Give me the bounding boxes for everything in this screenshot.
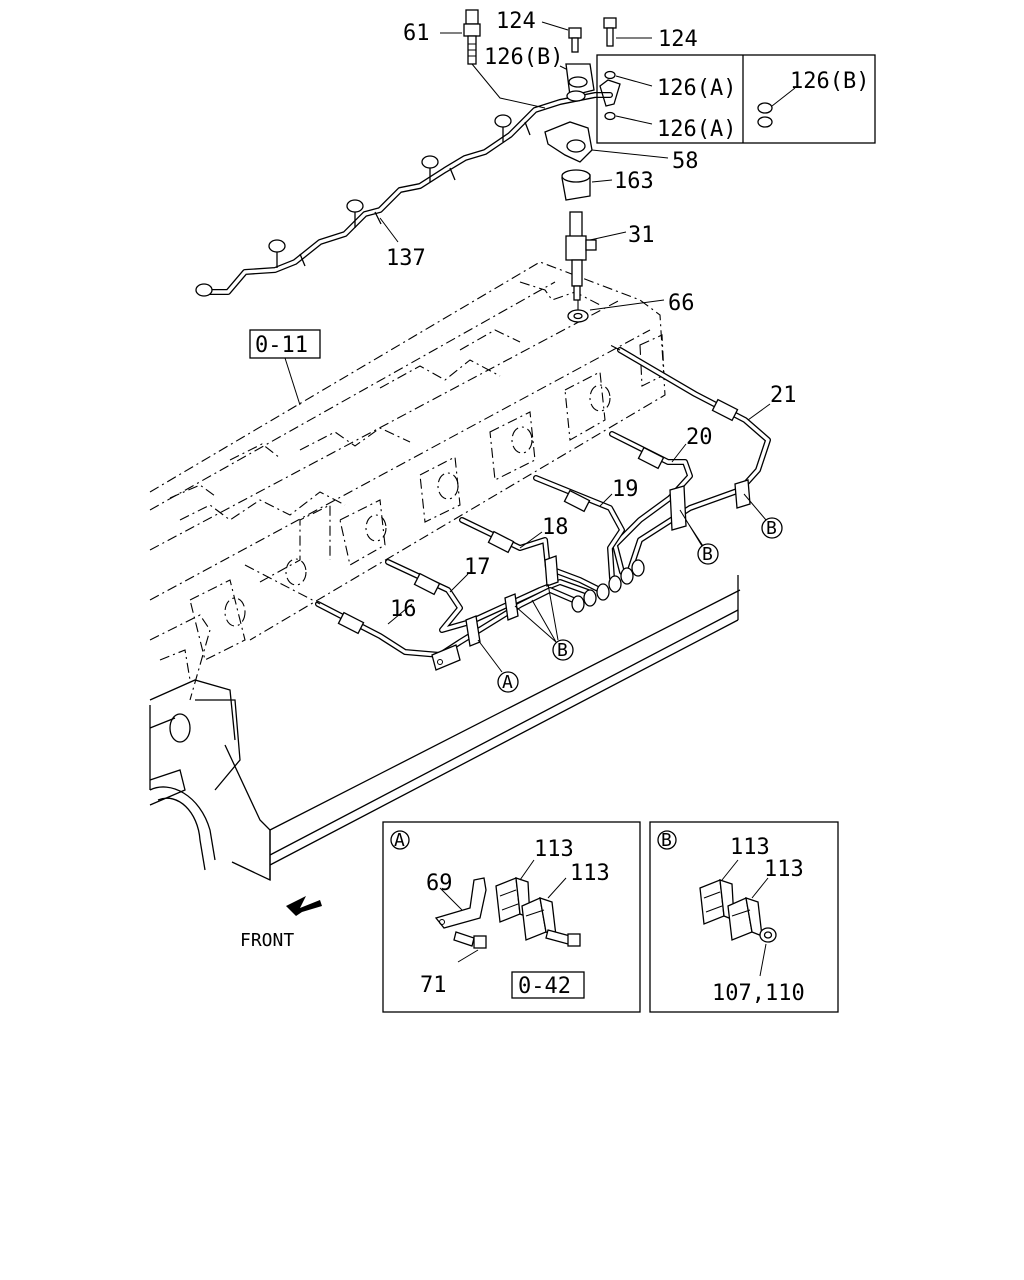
callout-126a-2: 126(A) xyxy=(657,117,736,142)
detail-a-callout-71: 71 xyxy=(420,973,447,998)
detail-a-callout-113-2: 113 xyxy=(570,861,610,886)
front-arrow: FRONT xyxy=(240,896,322,951)
ref-0-42-label: 0-42 xyxy=(518,974,571,999)
callout-16: 16 xyxy=(390,597,417,622)
marker-b-front[interactable]: B xyxy=(514,583,574,661)
detail-a-callout-113-1: 113 xyxy=(534,837,574,862)
callout-17: 17 xyxy=(464,555,491,580)
gasket-126-stack[interactable] xyxy=(565,63,595,102)
callout-66: 66 xyxy=(668,291,695,316)
callout-137: 137 xyxy=(386,246,426,271)
callout-31: 31 xyxy=(628,223,655,248)
callout-21: 21 xyxy=(770,383,797,408)
svg-text:B: B xyxy=(702,544,713,565)
svg-text:B: B xyxy=(557,640,568,661)
callout-124-b: 124 xyxy=(658,27,698,52)
ref-0-11-label: 0-11 xyxy=(255,333,308,358)
svg-text:A: A xyxy=(394,830,405,851)
injector-31[interactable]: 31 xyxy=(565,211,655,301)
ref-box-0-11[interactable]: 0-11 xyxy=(249,329,321,406)
callout-163: 163 xyxy=(614,169,654,194)
bolt-124-a[interactable]: 124 xyxy=(496,9,582,53)
washer-66[interactable]: 66 xyxy=(567,291,695,323)
detail-b-callout-113-1: 113 xyxy=(730,835,770,860)
detail-b-callout-113-2: 113 xyxy=(764,857,804,882)
callout-126a-1: 126(A) xyxy=(657,76,736,101)
front-label: FRONT xyxy=(240,930,294,951)
callout-58: 58 xyxy=(672,149,699,174)
marker-b-middle[interactable]: B xyxy=(679,509,719,565)
washer-inset-box: 126(A) 126(A) 126(B) xyxy=(596,54,876,144)
cylinder-block-outline xyxy=(149,575,741,882)
callout-18: 18 xyxy=(542,515,569,540)
detail-a-callout-69: 69 xyxy=(426,871,453,896)
svg-text:A: A xyxy=(502,672,513,693)
detail-b-box: B 113 113 107,110 xyxy=(649,821,839,1013)
detail-a-box: A 69 71 113 113 0-42 xyxy=(382,821,641,1013)
cylinder-head-outline xyxy=(149,261,666,701)
svg-text:B: B xyxy=(766,518,777,539)
callout-126b-box: 126(B) xyxy=(790,69,869,94)
sleeve-163[interactable]: 163 xyxy=(561,169,654,201)
eye-bolt-61[interactable]: 61 xyxy=(403,9,546,109)
callout-126b: 126(B) xyxy=(484,45,563,70)
callout-19: 19 xyxy=(612,477,639,502)
marker-a-main[interactable]: A xyxy=(477,639,519,693)
svg-text:B: B xyxy=(661,830,672,851)
leak-off-pipe-137: 137 xyxy=(195,92,613,297)
callout-61: 61 xyxy=(403,21,430,46)
marker-b-rear[interactable]: B xyxy=(743,493,783,539)
ref-box-0-42[interactable]: 0-42 xyxy=(511,971,585,999)
callout-20: 20 xyxy=(686,425,713,450)
injector-clamp-58[interactable]: 58 xyxy=(544,121,699,174)
detail-b-callout-107-110: 107,110 xyxy=(712,981,805,1006)
injection-pipes xyxy=(244,344,771,671)
bolt-124-b[interactable]: 124 xyxy=(603,17,698,52)
callout-124-a: 124 xyxy=(496,9,536,34)
